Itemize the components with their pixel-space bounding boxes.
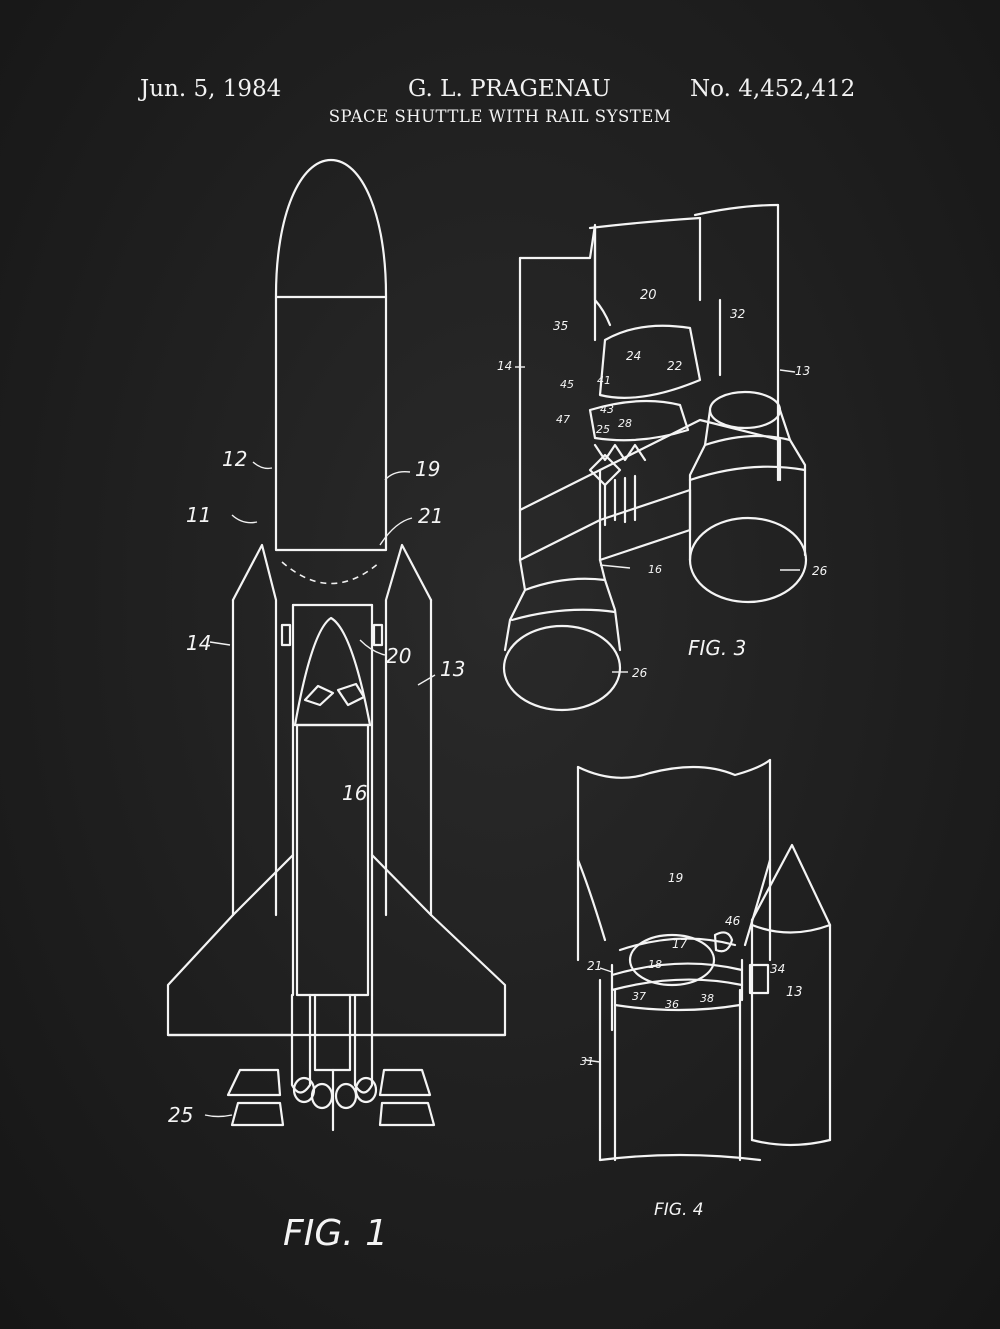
ref4-21: 21	[587, 959, 602, 973]
ref4-13: 13	[786, 985, 803, 1000]
fig4-caption: FIG. 4	[654, 1200, 704, 1220]
orbiter-wings	[166, 853, 507, 1037]
window-left	[303, 684, 335, 707]
right-nozzle-2	[378, 1101, 436, 1127]
fig4-reference-numerals: 19 46 17 18 21 37 36 38 34 13 31 FIG. 4	[580, 871, 803, 1220]
ref3-16: 16	[648, 563, 662, 576]
ref-12: 12	[222, 447, 247, 471]
ref-20: 20	[386, 644, 411, 668]
right-booster	[384, 543, 433, 917]
ref3-45: 45	[560, 378, 574, 391]
left-nozzle-1	[226, 1068, 282, 1097]
left-nozzle-2	[230, 1101, 285, 1127]
ref3-20: 20	[640, 288, 657, 303]
inventor-name: G. L. PRAGENAU	[408, 76, 611, 102]
ref4-31: 31	[580, 1055, 594, 1068]
fig3-reference-numerals: 20 35 32 14 24 22 13 41 45 43 47 25 28 1…	[497, 288, 828, 680]
ref3-32: 32	[730, 307, 745, 321]
fig1-space-shuttle	[166, 158, 507, 1132]
right-nozzle-1	[378, 1068, 432, 1097]
ref-11: 11	[186, 503, 211, 527]
ref4-17: 17	[672, 937, 688, 951]
ref4-46: 46	[725, 914, 741, 928]
right-nozzle-fig3	[688, 516, 808, 604]
window-right	[336, 682, 366, 707]
ref3-22: 22	[667, 359, 682, 373]
ref3-43: 43	[600, 403, 614, 416]
ref-21: 21	[418, 504, 443, 528]
ref-25: 25	[168, 1103, 193, 1127]
tank-hidden-edge	[281, 561, 381, 585]
ref4-36: 36	[665, 998, 679, 1011]
patent-title: SPACE SHUTTLE WITH RAIL SYSTEM	[328, 107, 672, 126]
ref-16: 16	[342, 781, 367, 805]
patent-date: Jun. 5, 1984	[140, 76, 282, 102]
ref3-28: 28	[618, 417, 632, 430]
ref4-19: 19	[668, 871, 683, 885]
ref3-24: 24	[626, 349, 641, 363]
fig1-caption: FIG. 1	[283, 1213, 388, 1254]
ref-19: 19	[415, 457, 440, 481]
ref4-18: 18	[648, 958, 662, 971]
payload-bay	[295, 723, 370, 997]
fig4-tank-attach	[576, 758, 832, 1162]
patent-number: No. 4,452,412	[690, 76, 856, 102]
ref-14: 14	[186, 631, 211, 655]
ref-13: 13	[440, 657, 465, 681]
ref4-37: 37	[632, 990, 646, 1003]
main-engine-left	[290, 993, 312, 1094]
fig3-rail-junction	[502, 203, 808, 712]
ref3-26a: 26	[812, 564, 828, 578]
ref3-26b: 26	[632, 666, 648, 680]
fig3-caption: FIG. 3	[688, 636, 746, 660]
ref3-13: 13	[795, 364, 810, 378]
ref3-35: 35	[553, 319, 568, 333]
ref3-41: 41	[597, 374, 611, 387]
ref4-38: 38	[700, 992, 714, 1005]
orbiter-nose	[293, 616, 372, 727]
left-nozzle-fig3	[502, 624, 622, 712]
ref3-25: 25	[596, 423, 610, 436]
external-tank	[274, 158, 388, 552]
left-booster	[231, 543, 278, 917]
fig1-reference-numerals: 12 11 19 21 14 20 13 16 25 FIG. 1	[168, 447, 465, 1254]
ref4-34: 34	[770, 962, 785, 976]
ref3-14: 14	[497, 359, 512, 373]
ref3-47: 47	[556, 413, 570, 426]
